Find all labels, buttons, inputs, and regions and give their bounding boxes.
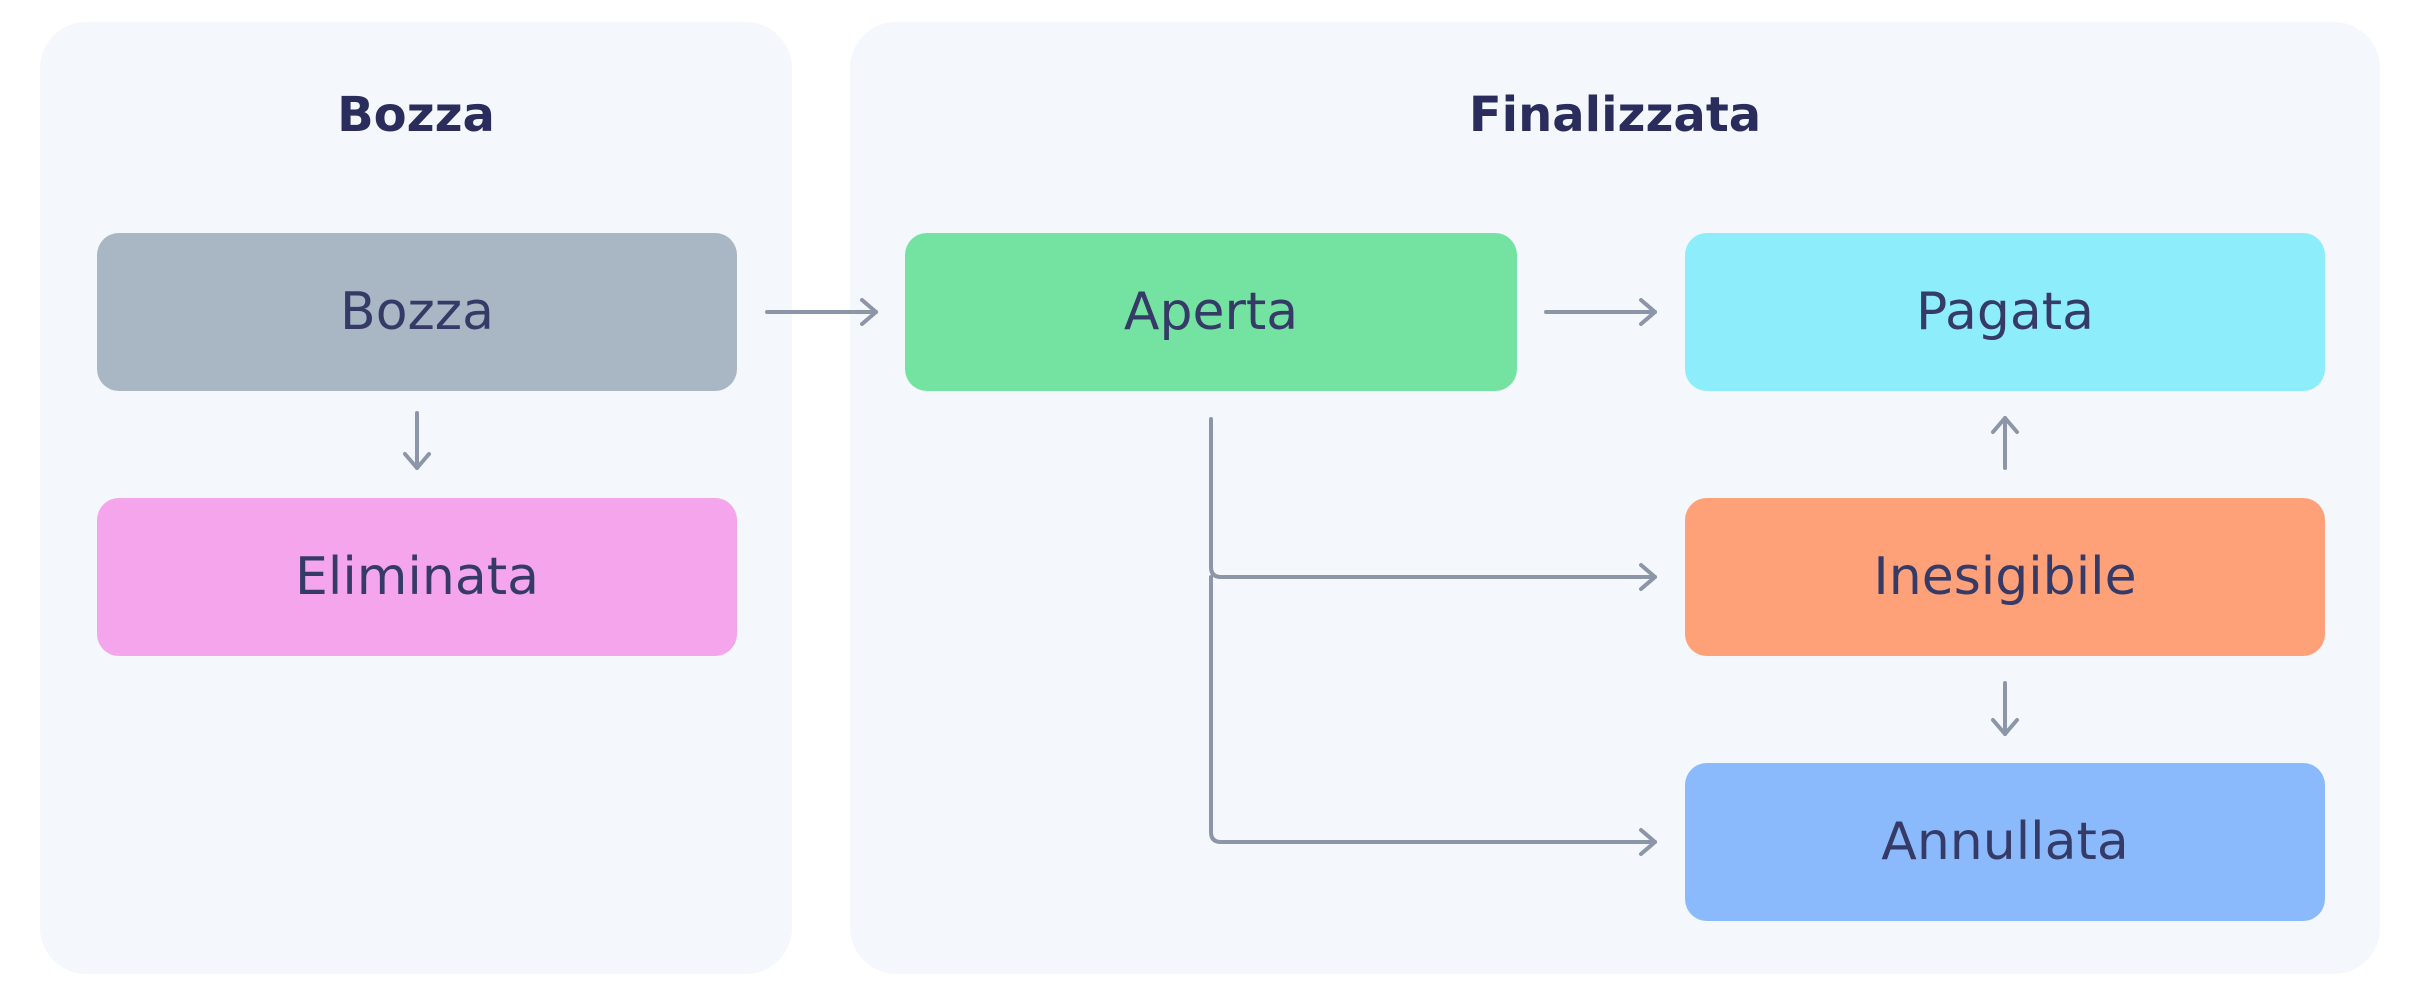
finalized-panel-title: Finalizzata: [1468, 87, 1762, 143]
status-node-bozza-label: Bozza: [340, 282, 494, 342]
status-node-pagata: Pagata: [1685, 233, 2325, 391]
status-node-inesigibile-label: Inesigibile: [1873, 547, 2137, 607]
status-node-aperta-label: Aperta: [1123, 282, 1299, 342]
status-node-annullata-label: Annullata: [1881, 812, 2129, 872]
status-node-aperta: Aperta: [905, 233, 1517, 391]
draft-panel-title: Bozza: [337, 87, 495, 143]
status-node-eliminata: Eliminata: [97, 498, 737, 656]
status-node-annullata: Annullata: [1685, 763, 2325, 921]
status-node-inesigibile: Inesigibile: [1685, 498, 2325, 656]
status-node-bozza: Bozza: [97, 233, 737, 391]
status-node-eliminata-label: Eliminata: [295, 547, 539, 607]
status-node-pagata-label: Pagata: [1915, 282, 2094, 342]
